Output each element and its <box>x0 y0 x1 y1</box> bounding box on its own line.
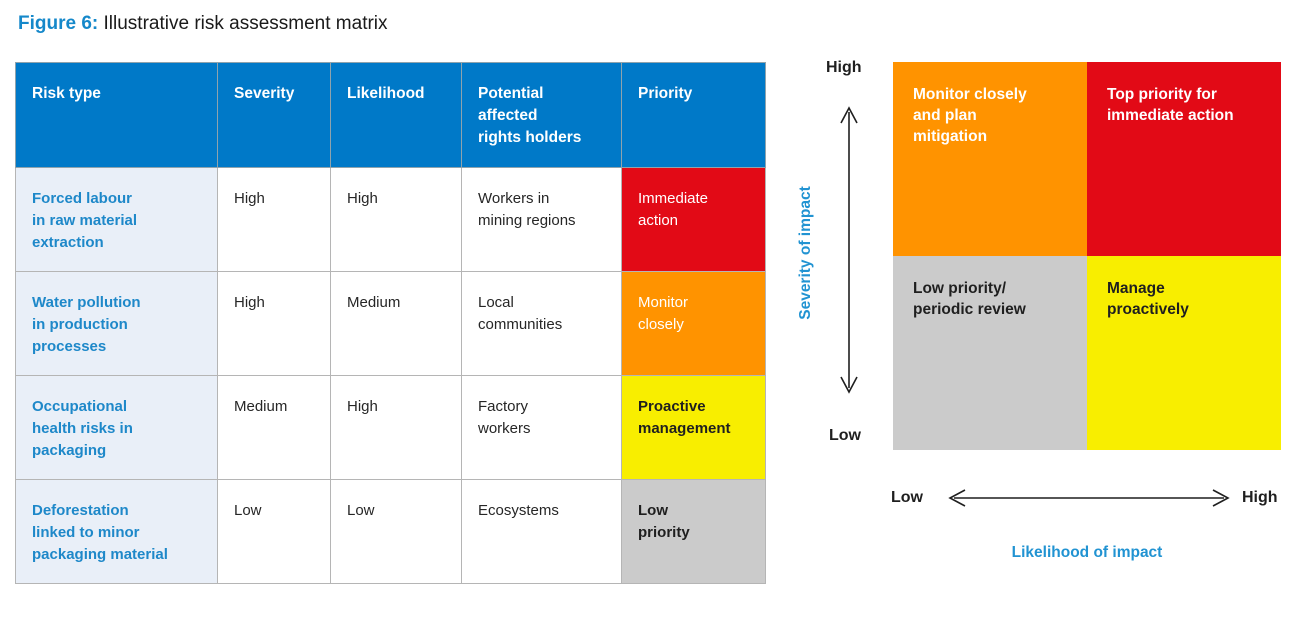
priority-cell: Immediate action <box>621 167 766 272</box>
horizontal-double-arrow-icon <box>948 489 1230 507</box>
rights-holders-cell: Ecosystems <box>461 479 622 584</box>
severity-cell: High <box>217 271 331 376</box>
risk-type-cell: Water pollution in production processes <box>15 271 218 376</box>
risk-type-cell: Deforestation linked to minor packaging … <box>15 479 218 584</box>
severity-cell: Medium <box>217 375 331 480</box>
y-axis-high-label: High <box>826 59 862 76</box>
rights-holders-cell: Local communities <box>461 271 622 376</box>
table-row: Water pollution in production processes … <box>15 271 766 376</box>
risk-assessment-table: Risk type Severity Likelihood Potential … <box>15 62 766 584</box>
priority-cell: Monitor closely <box>621 271 766 376</box>
table-row: Deforestation linked to minor packaging … <box>15 479 766 584</box>
x-axis-high-label: High <box>1242 489 1278 506</box>
risk-type-cell: Occupational health risks in packaging <box>15 375 218 480</box>
table-row: Occupational health risks in packaging M… <box>15 375 766 480</box>
rights-holders-cell: Workers in mining regions <box>461 167 622 272</box>
likelihood-cell: High <box>330 167 462 272</box>
quadrant-monitor-closely: Monitor closely and plan mitigation <box>893 62 1087 256</box>
priority-cell: Low priority <box>621 479 766 584</box>
y-axis-low-label: Low <box>829 427 861 444</box>
figure-number: Figure 6: <box>18 13 99 34</box>
severity-cell: Low <box>217 479 331 584</box>
quadrant-manage-proactively: Manage proactively <box>1087 256 1281 450</box>
quadrant-top-priority: Top priority for immediate action <box>1087 62 1281 256</box>
vertical-double-arrow-icon <box>840 106 858 394</box>
column-header-risk-type: Risk type <box>15 62 218 168</box>
table-header-row: Risk type Severity Likelihood Potential … <box>15 62 766 168</box>
likelihood-cell: High <box>330 375 462 480</box>
risk-matrix: Monitor closely and plan mitigation Top … <box>893 62 1281 450</box>
figure-title: Figure 6: Illustrative risk assessment m… <box>18 12 388 36</box>
likelihood-cell: Low <box>330 479 462 584</box>
column-header-severity: Severity <box>217 62 331 168</box>
column-header-priority: Priority <box>621 62 766 168</box>
severity-cell: High <box>217 167 331 272</box>
x-axis-title: Likelihood of impact <box>1011 544 1163 561</box>
figure-caption: Illustrative risk assessment matrix <box>98 13 388 34</box>
priority-cell: Proactive management <box>621 375 766 480</box>
risk-type-cell: Forced labour in raw material extraction <box>15 167 218 272</box>
rights-holders-cell: Factory workers <box>461 375 622 480</box>
y-axis-title: Severity of impact <box>797 186 814 320</box>
column-header-likelihood: Likelihood <box>330 62 462 168</box>
table-row: Forced labour in raw material extraction… <box>15 167 766 272</box>
likelihood-cell: Medium <box>330 271 462 376</box>
column-header-rights-holders: Potential affected rights holders <box>461 62 622 168</box>
x-axis-low-label: Low <box>891 489 923 506</box>
quadrant-low-priority: Low priority/ periodic review <box>893 256 1087 450</box>
